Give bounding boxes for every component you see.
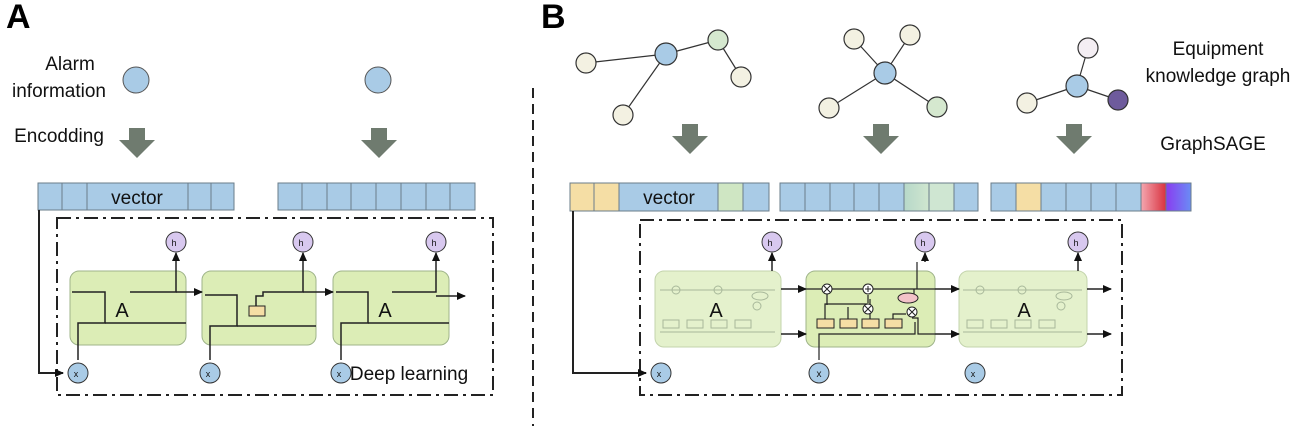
knowledge-graph-3 bbox=[1016, 37, 1129, 114]
hidden-label: h bbox=[171, 238, 176, 248]
deep-learning-box-b bbox=[639, 219, 1123, 396]
input-label: x bbox=[206, 369, 211, 379]
sigmoid-gate-icon bbox=[884, 318, 903, 329]
lstm-cell-a3 bbox=[332, 270, 450, 346]
graphsage-label: GraphSAGE bbox=[1160, 134, 1266, 155]
panel-a-letter: A bbox=[6, 0, 31, 36]
hidden-label: h bbox=[767, 238, 772, 248]
panel-b-letter: B bbox=[541, 0, 566, 36]
input-node bbox=[330, 362, 352, 384]
down-arrow-icon bbox=[119, 128, 155, 158]
deep-learning-label: Deep learning bbox=[350, 364, 468, 385]
sigmoid-gate-icon bbox=[816, 318, 835, 329]
vector-b2 bbox=[779, 182, 979, 212]
cell-label-b3: A bbox=[1017, 300, 1031, 322]
input-label: x bbox=[817, 369, 822, 380]
input-node bbox=[964, 362, 986, 384]
alarm-label-line1: Alarm bbox=[45, 54, 95, 75]
pointwise-ops bbox=[821, 283, 918, 318]
cell-b1-faint-wiring bbox=[660, 285, 775, 333]
alarm-node-1 bbox=[122, 66, 150, 94]
cell-label-a1: A bbox=[115, 300, 129, 322]
alarm-label-line2: information bbox=[12, 81, 106, 102]
down-arrow-icon bbox=[863, 124, 899, 154]
hidden-label: h bbox=[1073, 238, 1078, 248]
cell-label-a3: A bbox=[378, 300, 392, 322]
alarm-node-2 bbox=[364, 66, 392, 94]
kg-label-line1: Equipment bbox=[1173, 39, 1265, 60]
down-arrow-icon bbox=[672, 124, 708, 154]
down-arrow-icon bbox=[1056, 124, 1092, 154]
input-label: x bbox=[337, 369, 342, 379]
tanh-op-icon bbox=[897, 292, 919, 304]
input-connector-b bbox=[572, 211, 647, 377]
hidden-label: h bbox=[298, 238, 303, 248]
vector-b3 bbox=[990, 182, 1192, 212]
vector-a2 bbox=[277, 182, 476, 211]
input-node bbox=[67, 362, 89, 384]
tanh-gate-icon bbox=[248, 305, 266, 317]
vector-b1 bbox=[569, 182, 770, 212]
cell-b3-faint-wiring bbox=[963, 285, 1082, 333]
knowledge-graph-2 bbox=[818, 24, 948, 119]
vector-label-b: vector bbox=[643, 188, 695, 209]
sigmoid-gate-icon bbox=[839, 318, 858, 329]
input-label: x bbox=[971, 369, 976, 379]
vector-label-a: vector bbox=[111, 188, 163, 209]
input-node bbox=[808, 362, 830, 384]
tanh-gate-icon bbox=[861, 318, 880, 329]
input-label: x bbox=[657, 369, 662, 379]
vector-a1 bbox=[37, 182, 235, 211]
cell-a3-wiring bbox=[336, 262, 466, 360]
lstm-cell-a1 bbox=[69, 270, 187, 346]
input-connector bbox=[38, 210, 64, 377]
hidden-label: h bbox=[431, 238, 436, 248]
hidden-label: h bbox=[920, 238, 925, 248]
input-label: x bbox=[74, 369, 79, 379]
input-node bbox=[199, 362, 221, 384]
kg-label-line2: knowledge graph bbox=[1146, 66, 1291, 87]
down-arrow-icon bbox=[361, 128, 397, 158]
knowledge-graph-1 bbox=[575, 29, 752, 126]
encoding-label: Encodding bbox=[14, 126, 104, 147]
cell-a2-wiring bbox=[205, 262, 334, 360]
input-node bbox=[650, 362, 672, 384]
deep-learning-box bbox=[56, 217, 494, 396]
cell-state-flow bbox=[781, 285, 1112, 338]
cell-a1-wiring bbox=[72, 262, 203, 360]
cell-label-b1: A bbox=[709, 300, 723, 322]
